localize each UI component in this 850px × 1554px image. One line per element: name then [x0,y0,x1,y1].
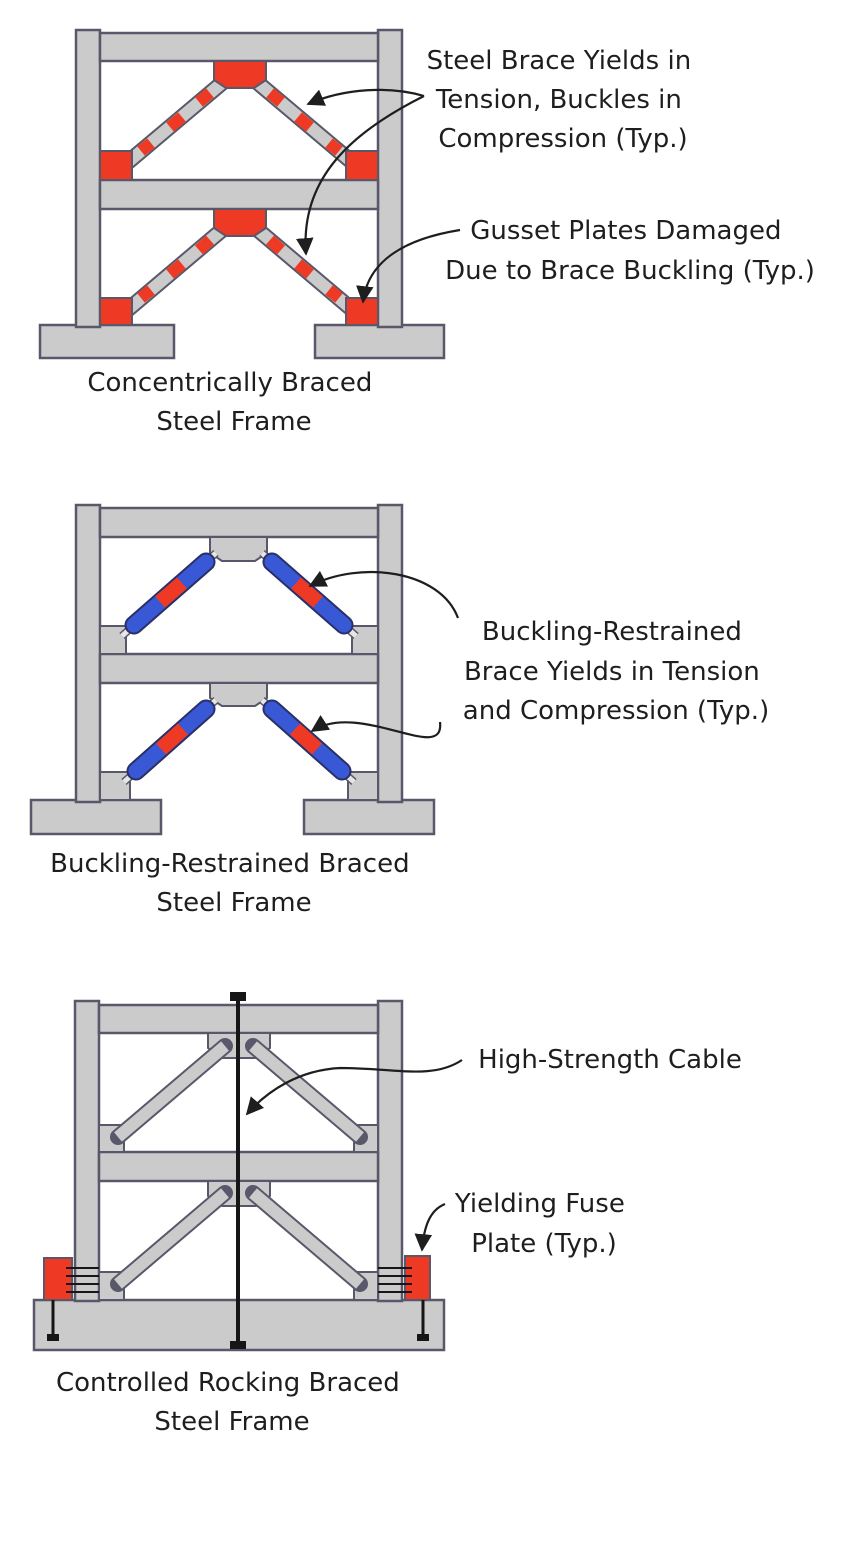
callout-arrow-brace-upper [306,88,425,106]
gusset-upper-left [99,150,133,181]
callout-fuse-text: Yielding Fuse Plate (Typ.) [454,1189,633,1259]
column-right [376,999,404,1303]
gusset-lower-top [209,682,268,707]
column-right [376,28,404,329]
gusset-lower-top [213,208,267,237]
gusset-lower-left [99,297,133,326]
callout-arrow-fuse [414,1202,446,1252]
beam-floor [98,652,380,685]
gusset-upper-right [351,625,379,655]
brace-upper-right [245,1038,368,1145]
beam-floor [98,178,380,211]
column-left [74,28,102,329]
callout-arrow-gusset [356,228,461,304]
callout-arrow-brb-upper [308,570,460,619]
foundation-right [302,798,436,836]
callout-brb-text: Buckling-Restrained Brace Yields in Tens… [463,617,769,726]
brace-upper-right [250,75,361,171]
callout-cable-text: High-Strength Cable [478,1045,742,1075]
callout-arrow-cable [245,1059,463,1116]
gusset-upper-top [209,536,268,562]
brb-upper-right [259,550,359,639]
fuse-plate-left [43,1257,99,1341]
brb-upper-left [119,550,219,639]
buckling-restrained-frame: Buckling-Restrained Brace Yields in Tens… [29,503,769,918]
foundation-left [29,798,163,836]
gusset-lower-right [345,297,379,326]
brb-lower-left [121,697,219,785]
gusset-upper-left [99,625,127,655]
gusset-upper-right [345,150,379,181]
brace-lower-right [250,222,363,320]
high-strength-cable [230,992,246,1349]
brace-upper-left [119,75,230,171]
caption-buckling-restrained: Buckling-Restrained Braced Steel Frame [50,849,418,918]
foundation-right [313,323,446,360]
beam-roof [98,31,380,63]
brace-lower-left [110,1185,233,1292]
column-left [74,503,102,804]
concentrically-braced-frame: Steel Brace Yields in Tension, Buckles i… [38,28,815,437]
caption-controlled-rocking: Controlled Rocking Braced Steel Frame [56,1368,408,1437]
brb-lower-right [259,697,357,785]
foundation-left [38,323,176,360]
brace-lower-right [245,1185,368,1292]
beam-roof [98,506,380,539]
brace-lower-left [117,222,230,320]
callout-brace-text: Steel Brace Yields in Tension, Buckles i… [427,46,700,154]
column-left [73,999,101,1303]
caption-concentric: Concentrically Braced Steel Frame [87,368,380,437]
gusset-upper-top [213,60,267,89]
column-right [376,503,404,804]
fuse-plate-right [378,1255,431,1341]
callout-arrow-brace-lower [295,95,425,256]
callout-arrow-brb-lower [310,715,442,739]
callout-gusset-text: Gusset Plates Damaged Due to Brace Buckl… [445,216,815,286]
brace-upper-left [110,1038,233,1145]
controlled-rocking-frame: High-Strength Cable Yielding Fuse Plate … [32,992,742,1437]
